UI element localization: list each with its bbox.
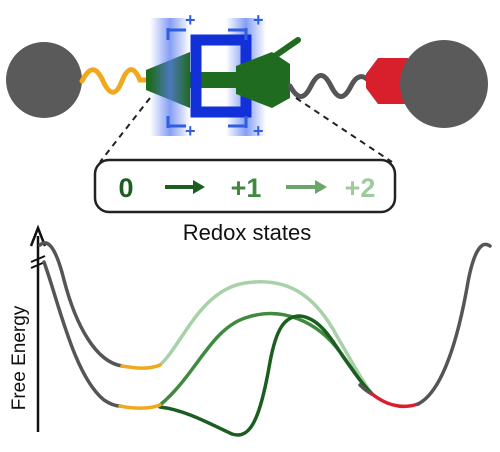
left-stopper	[6, 42, 82, 118]
charge-glow-left	[150, 18, 190, 136]
redox-states-title: Redox states	[183, 220, 311, 245]
charge-plus-3: +	[185, 121, 196, 141]
arrow-0-to-1	[165, 180, 205, 194]
curve-gray-lower-left	[42, 260, 122, 408]
rotaxane-molecule: + + + +	[6, 10, 488, 141]
energy-axis	[29, 224, 47, 432]
curve-gray-upper-left	[38, 241, 124, 368]
zoom-line-right	[295, 97, 393, 163]
red-station	[366, 58, 408, 104]
zoom-line-left	[99, 97, 151, 163]
charge-markers	[166, 28, 248, 128]
right-stopper	[400, 40, 488, 128]
well-orange-lower	[118, 403, 162, 410]
green-station-tail	[269, 37, 301, 61]
well-red	[370, 392, 420, 409]
curve-gray-right	[416, 242, 492, 406]
charge-plus-1: +	[185, 10, 196, 30]
energy-curves	[38, 241, 492, 437]
charge-plus-2: +	[253, 10, 264, 30]
arrow-1-to-2	[286, 180, 327, 194]
well-orange-upper	[120, 363, 162, 370]
state-0-label: 0	[118, 173, 133, 203]
curve-state-plus2	[158, 280, 374, 396]
y-axis-label: Free Energy	[9, 305, 30, 410]
state-plus2-label: +2	[345, 173, 376, 203]
curve-state-0	[158, 314, 374, 437]
left-linker	[79, 67, 153, 95]
state-plus1-label: +1	[231, 173, 262, 203]
right-linker	[287, 73, 371, 99]
curve-state-plus1	[158, 311, 374, 407]
charge-plus-4: +	[253, 121, 264, 141]
redox-states-box	[93, 158, 397, 214]
green-station-right	[236, 52, 290, 108]
